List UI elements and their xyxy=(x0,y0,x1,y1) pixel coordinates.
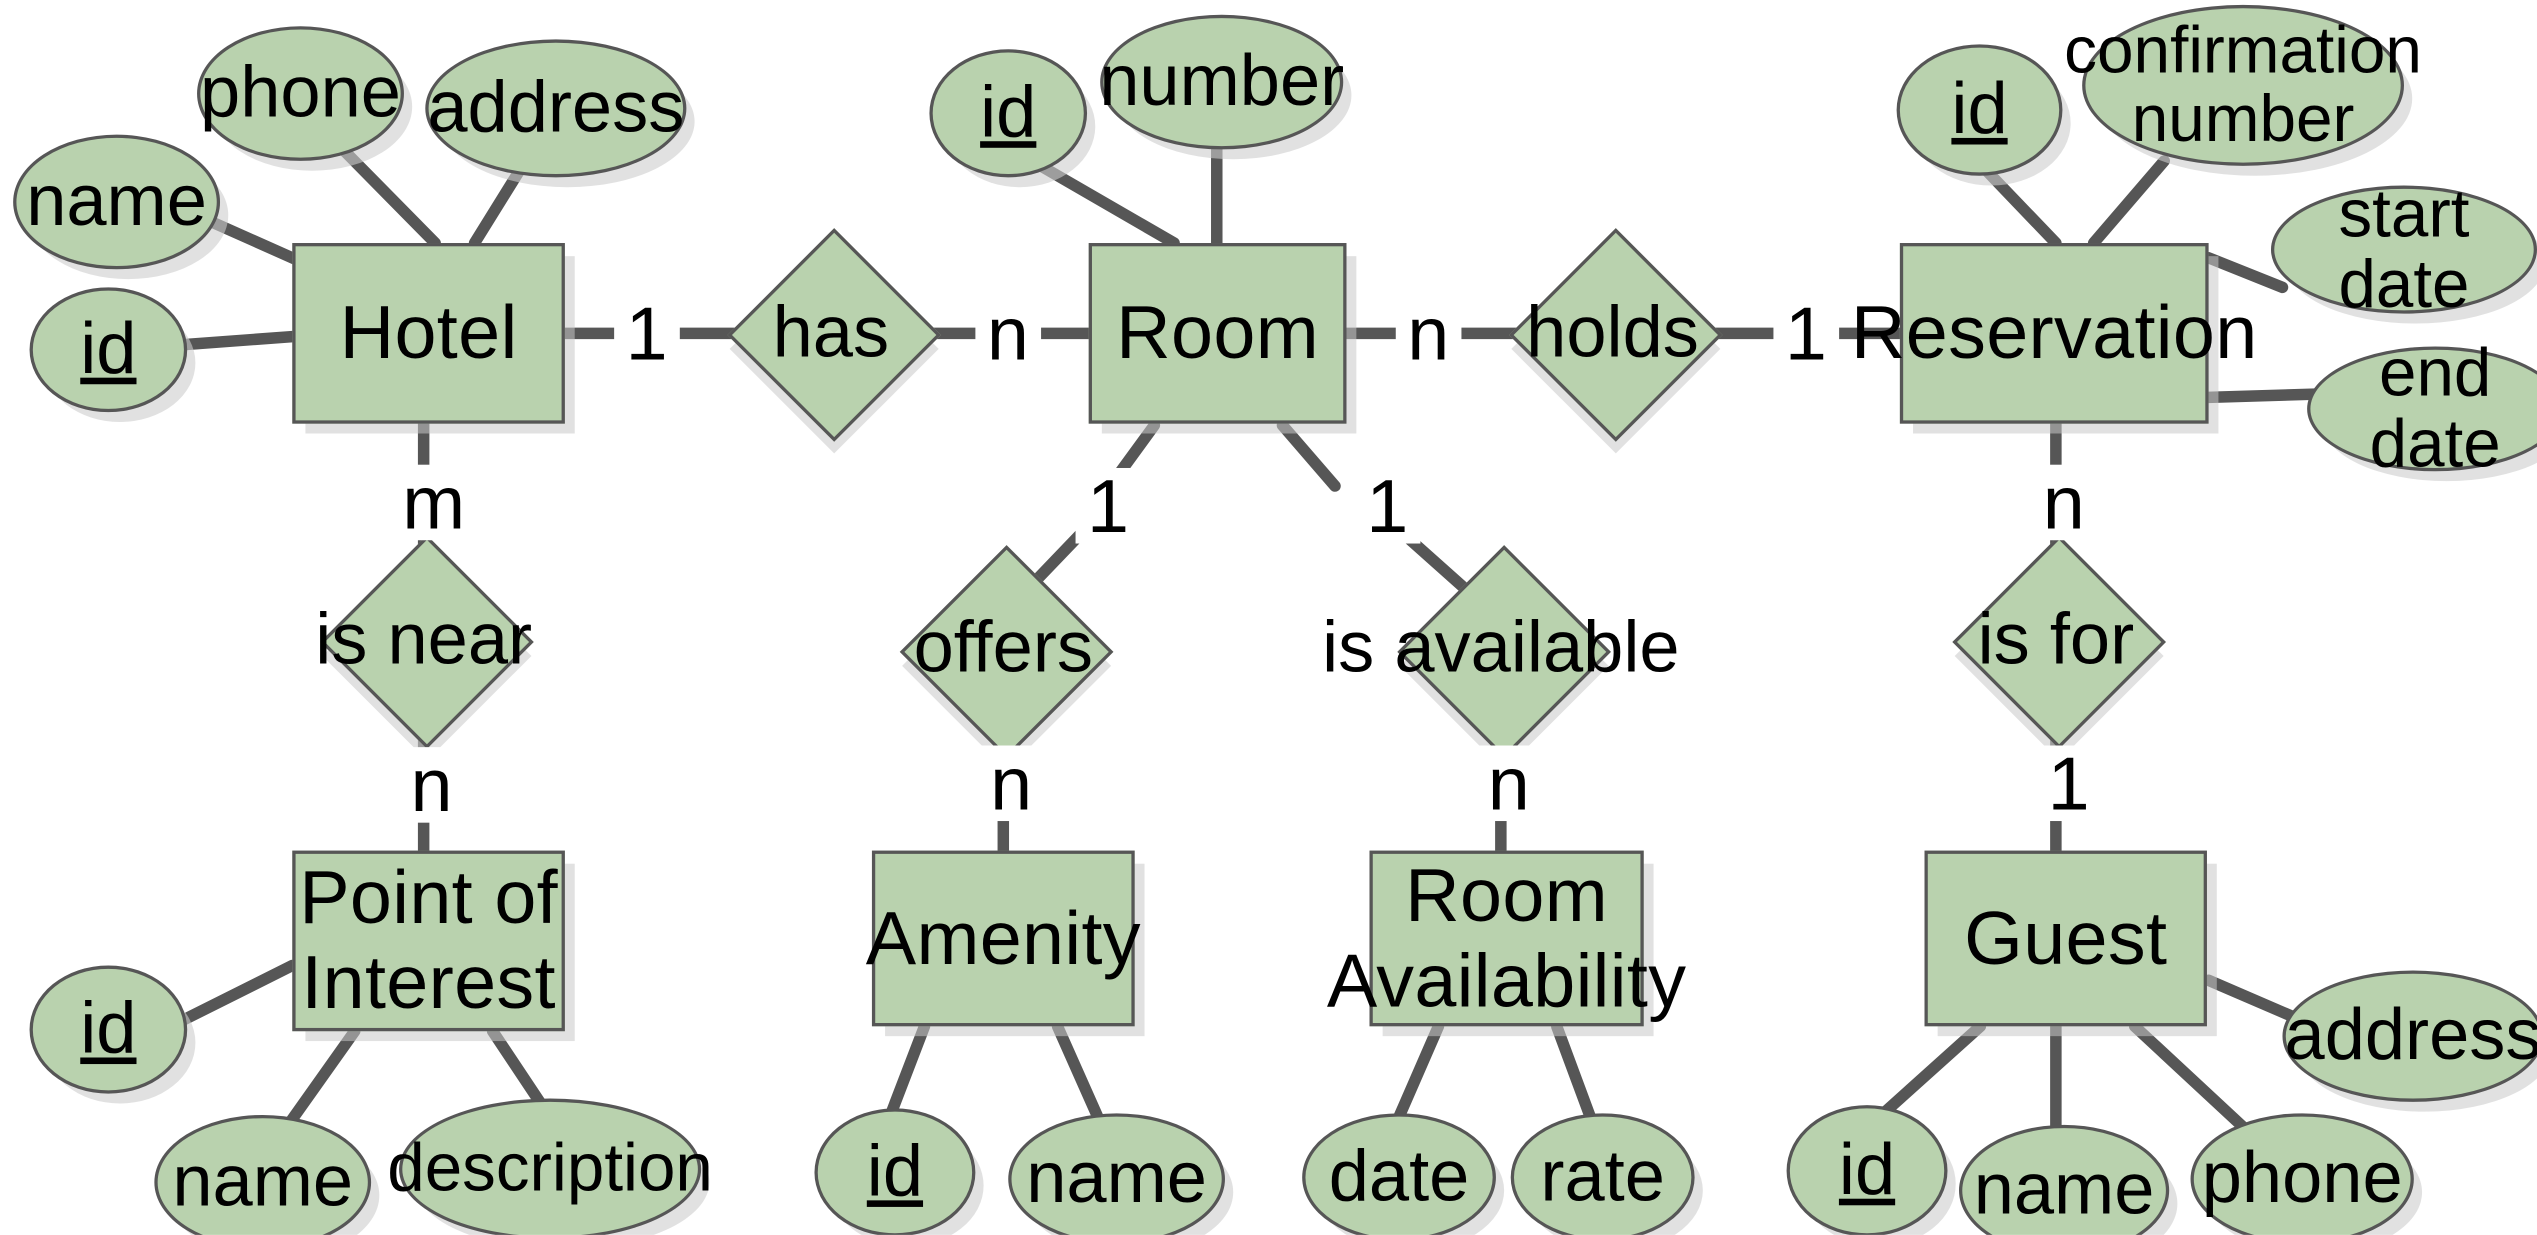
entity-point-of-interest[interactable]: Point of Interest xyxy=(292,850,565,1032)
entity-poi-line2: Interest xyxy=(301,939,556,1025)
attribute-room-id[interactable]: id xyxy=(929,49,1088,178)
entity-hotel[interactable]: Hotel xyxy=(292,243,565,424)
cardinality-offers-amenity: n xyxy=(978,745,1044,822)
attribute-guest-address[interactable]: address xyxy=(2282,970,2537,1102)
cardinality-room-is-available: 1 xyxy=(1354,467,1420,544)
link-poi-name xyxy=(276,1025,361,1139)
entity-poi-line1: Point of xyxy=(299,854,558,941)
cardinality-holds-reservation: 1 xyxy=(1773,295,1839,372)
attribute-room-availability-date[interactable]: date xyxy=(1302,1113,1496,1235)
attribute-hotel-name[interactable]: name xyxy=(13,134,221,270)
attr-conf-line1: confirmation xyxy=(2064,14,2422,88)
cardinality-hotel-has: 1 xyxy=(614,295,680,372)
entity-ra-line2: Availability xyxy=(1326,936,1687,1023)
link-ra-date xyxy=(1388,1020,1445,1134)
cardinality-reservation-is-for: n xyxy=(2031,465,2097,541)
attribute-guest-id[interactable]: id xyxy=(1786,1105,1948,1235)
link-res-conf xyxy=(2087,155,2170,249)
attribute-room-availability-rate[interactable]: rate xyxy=(1510,1113,1695,1235)
attribute-poi-id[interactable]: id xyxy=(29,965,188,1094)
attribute-guest-phone[interactable]: phone xyxy=(2190,1113,2414,1235)
attribute-reservation-end-date[interactable]: end date xyxy=(2307,337,2537,479)
cardinality-is-for-guest: 1 xyxy=(2036,745,2102,822)
link-poi-id xyxy=(171,959,299,1029)
cardinality-is-available-ra: n xyxy=(1476,745,1542,822)
attribute-hotel-id[interactable]: id xyxy=(29,287,188,413)
link-hotel-id xyxy=(174,330,299,351)
attribute-poi-name[interactable]: name xyxy=(154,1114,372,1235)
attribute-amenity-id[interactable]: id xyxy=(814,1108,976,1235)
link-room-id xyxy=(1032,158,1180,249)
entity-ra-line1: Room xyxy=(1405,852,1608,938)
cardinality-has-room: n xyxy=(975,295,1041,372)
attribute-reservation-start-date[interactable]: start date xyxy=(2270,178,2537,319)
attribute-guest-name[interactable]: name xyxy=(1958,1124,2170,1235)
attr-conf-line2: number xyxy=(2131,83,2355,156)
line-room-isav-a xyxy=(1276,419,1341,492)
attribute-hotel-address[interactable]: address xyxy=(425,39,687,178)
entity-room-availability[interactable]: Room Availability xyxy=(1327,850,1686,1027)
attribute-room-number[interactable]: number xyxy=(1099,14,1344,150)
link-res-end xyxy=(2202,388,2322,404)
entity-room[interactable]: Room xyxy=(1088,243,1347,424)
attribute-amenity-name[interactable]: name xyxy=(1008,1113,1225,1235)
entity-amenity[interactable]: Amenity xyxy=(866,850,1141,1027)
cardinality-is-near-poi: n xyxy=(399,747,465,823)
attribute-poi-description[interactable]: description xyxy=(387,1098,713,1235)
cardinality-hotel-is-near: m xyxy=(390,465,477,541)
attribute-reservation-id[interactable]: id xyxy=(1896,44,2063,176)
link-guest-phone xyxy=(2128,1020,2256,1139)
link-amenity-name xyxy=(1051,1020,1110,1136)
link-res-id xyxy=(1974,158,2062,249)
link-ra-rate xyxy=(1550,1020,1601,1134)
link-res-start xyxy=(2202,252,2289,294)
attribute-hotel-phone[interactable]: phone xyxy=(197,26,404,161)
entity-reservation[interactable]: Reservation xyxy=(1851,243,2257,424)
cardinality-room-offers: 1 xyxy=(1075,467,1141,544)
entity-guest[interactable]: Guest xyxy=(1924,850,2207,1027)
cardinality-room-holds: n xyxy=(1395,295,1461,372)
attribute-reservation-confirmation-number[interactable]: confirmation number xyxy=(2064,4,2422,166)
